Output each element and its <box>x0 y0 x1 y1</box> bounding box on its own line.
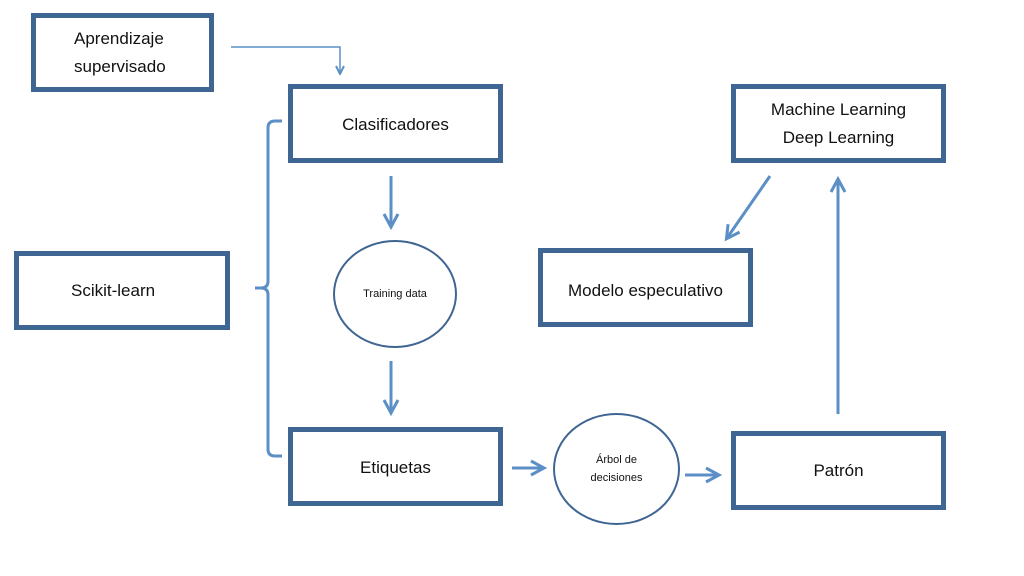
scikit-learn-label: Scikit-learn <box>71 280 156 300</box>
box-etiquetas: Etiquetas <box>288 427 503 506</box>
circle-training-data: Training data <box>333 240 457 348</box>
box-aprendizaje-supervisado: Aprendizaje supervisado <box>31 13 214 92</box>
modelo-especulativo-label: Modelo especulativo <box>568 281 723 300</box>
aprendizaje-line-2: supervisado <box>74 56 166 76</box>
arbol-line-1: Árbol de <box>596 454 637 466</box>
box-machine-deep-learning: Machine Learning Deep Learning <box>731 84 946 163</box>
arrow-aprendizaje-to-clasificadores <box>231 46 340 73</box>
box-modelo-especulativo: Modelo especulativo <box>538 248 753 327</box>
circle-arbol-de-decisiones: Árbol de decisiones <box>553 413 680 525</box>
box-patron: Patrón <box>731 431 946 510</box>
clasificadores-label: Clasificadores <box>342 115 449 134</box>
bracket-scikit-group <box>255 119 282 458</box>
box-clasificadores: Clasificadores <box>288 84 503 163</box>
arbol-line-2: decisiones <box>590 472 643 484</box>
training-data-label: Training data <box>363 288 427 300</box>
arrow-machine-learning-to-modelo <box>727 175 772 238</box>
aprendizaje-line-1: Aprendizaje <box>74 28 164 48</box>
box-scikit-learn: Scikit-learn <box>14 251 230 330</box>
etiquetas-label: Etiquetas <box>360 458 431 477</box>
machine-learning-label: Machine Learning <box>770 99 907 119</box>
deep-learning-label: Deep Learning <box>782 127 895 147</box>
patron-label: Patrón <box>813 460 864 480</box>
